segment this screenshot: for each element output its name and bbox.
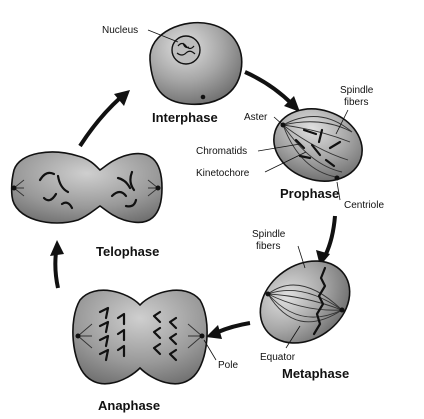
cycle-arrows [50,70,337,339]
arrow-telophase-to-interphase [78,96,122,148]
leader-lines [147,29,349,361]
prophase-spindle-fibers [282,116,353,178]
label-nucleus: Nucleus [102,25,138,36]
prophase-centriole [334,175,340,181]
arrowhead-telophase-icon [50,240,64,256]
anaphase-cell [72,289,208,385]
interphase-membrane [149,21,243,106]
nucleus [171,35,201,65]
metaphase-cell [259,260,351,344]
nucleus-chromatin [176,42,196,56]
arrowhead-prophase-icon [284,96,300,112]
arrow-metaphase-to-anaphase [217,321,251,334]
label-spindle-fibers-prophase-2: fibers [344,97,368,108]
label-spindle-fibers-metaphase-2: fibers [256,241,280,252]
label-equator: Equator [260,352,296,363]
metaphase-membrane [259,260,351,344]
arrowhead-anaphase-icon [206,325,222,339]
metaphase-pole-left [265,291,271,297]
anaphase-chromosomes-right [152,310,178,362]
arrowhead-interphase-icon [114,90,130,106]
metaphase-pole-right [339,307,345,313]
title-anaphase: Anaphase [98,398,160,413]
title-prophase: Prophase [280,186,339,201]
interphase-centriole [200,94,206,100]
label-centriole: Centriole [344,200,384,211]
arrow-anaphase-to-telophase [53,251,60,289]
title-telophase: Telophase [96,244,159,259]
prophase-membrane [273,108,363,182]
title-metaphase: Metaphase [282,366,349,381]
arrow-prophase-to-metaphase [323,215,337,257]
arrow-interphase-to-prophase [244,70,294,106]
label-chromatids: Chromatids [196,146,247,157]
telophase-cell [10,151,163,224]
telophase-pole-left [11,185,17,191]
telophase-membrane [10,151,163,224]
prophase-chromatids [294,128,342,168]
title-interphase: Interphase [152,110,218,125]
anaphase-pole-right [199,333,205,339]
label-aster: Aster [244,112,268,123]
interphase-cell [149,21,243,106]
telophase-pole-right [155,185,161,191]
telophase-chromosomes [38,170,138,210]
prophase-cell [273,108,363,182]
equator-chromosomes [312,266,327,336]
metaphase-spindle-fibers [267,284,343,323]
label-kinetochore: Kinetochore [196,168,250,179]
anaphase-chromosomes-left [98,306,126,362]
anaphase-membrane [72,289,208,385]
label-spindle-fibers-metaphase-1: Spindle [252,229,286,240]
label-spindle-fibers-prophase-1: Spindle [340,85,374,96]
anaphase-pole-left [75,333,81,339]
label-pole: Pole [218,360,238,371]
